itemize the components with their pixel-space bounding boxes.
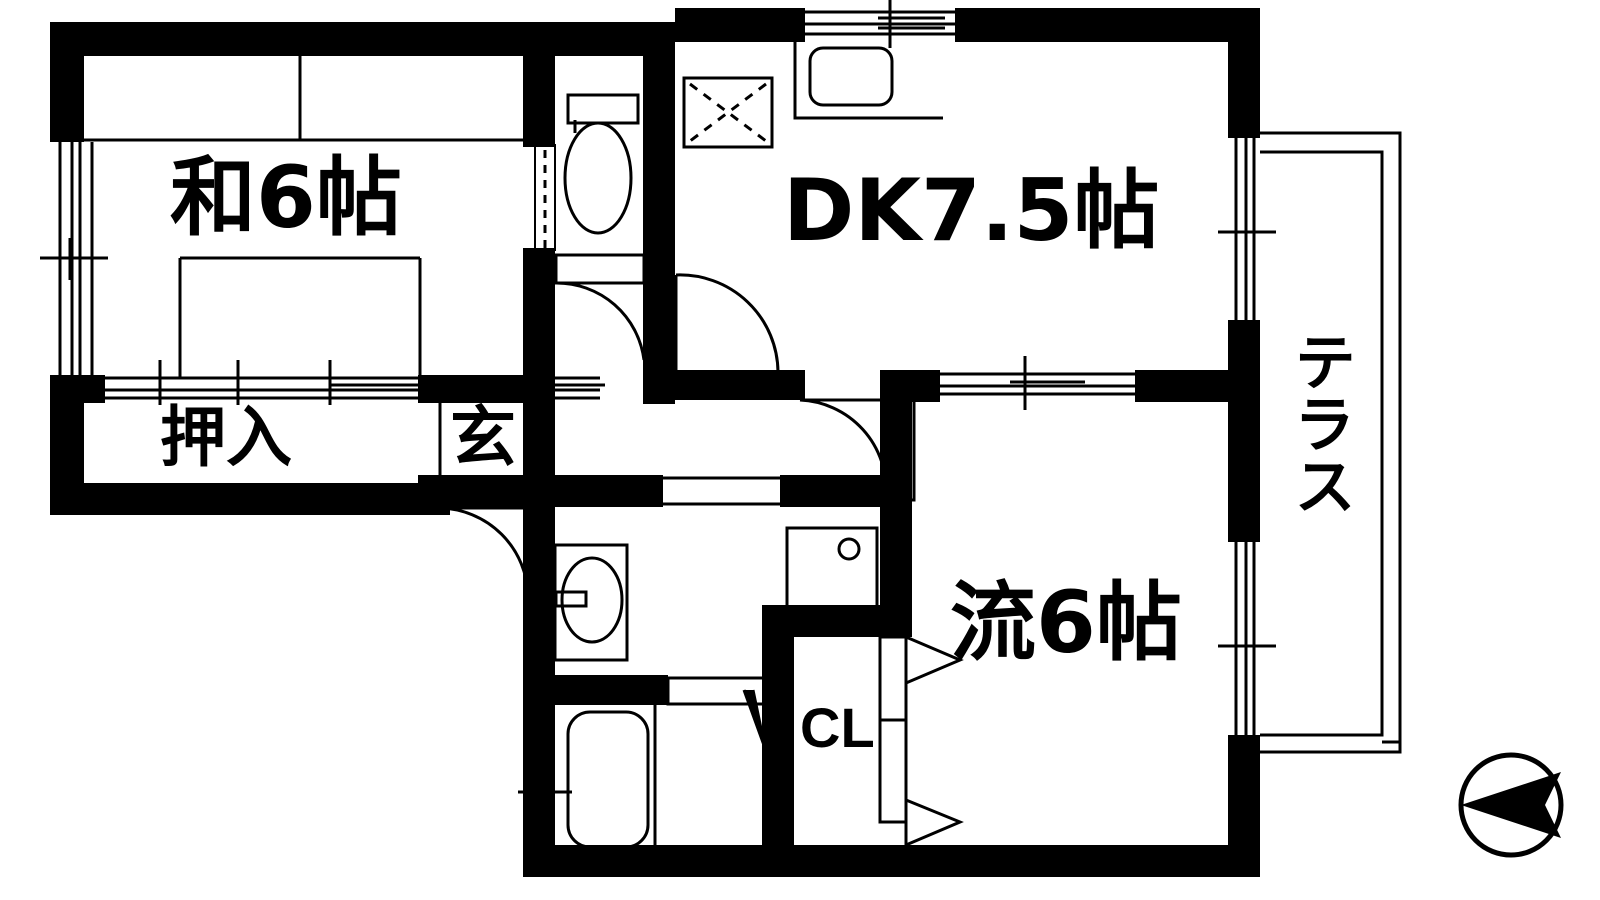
washing-machine-space: [785, 526, 879, 614]
bath-door: [666, 676, 782, 749]
washroom-door: [653, 476, 787, 506]
refrigerator-space: [682, 76, 774, 149]
room-label-closet: CL: [800, 696, 875, 759]
kitchen-counter: [793, 42, 943, 120]
room-label-oshiire: 押入: [160, 399, 292, 476]
window-kitchen: [805, 0, 960, 48]
door-genkan: [438, 403, 530, 597]
toilet-fixture: [563, 93, 640, 235]
washbasin-fixture: [553, 543, 629, 662]
window-bath: [518, 707, 572, 845]
kitchen-sink-fixture: [808, 46, 894, 107]
room-label-genkan: 玄: [450, 399, 516, 476]
window-dk-south: [940, 356, 1140, 410]
room-label-washitsu: 和6帖: [170, 148, 402, 248]
pocket-door-washitsu: [534, 144, 556, 365]
door-yoshitsu-hall: [799, 398, 916, 502]
door-wc: [554, 253, 646, 361]
folding-door-closet: [878, 634, 964, 848]
compass-rose: [1458, 752, 1564, 858]
window-dk-terrace: [1218, 138, 1276, 322]
door-dk-hall: [674, 273, 783, 400]
fusuma-oshiire: [105, 360, 605, 405]
window-west-washitsu: [40, 142, 108, 380]
washitsu-tatami-lines: [84, 22, 540, 378]
bathtub-fixture: [566, 705, 657, 849]
room-label-yoshitsu: 流6帖: [950, 573, 1182, 673]
room-label-terrace: テラス: [1283, 330, 1356, 516]
room-label-dk: DK7.5帖: [783, 161, 1160, 261]
fixtures-and-openings: [40, 0, 1402, 849]
window-yoshitsu-terrace: [1218, 542, 1276, 737]
terrace-outline: [1260, 131, 1402, 754]
